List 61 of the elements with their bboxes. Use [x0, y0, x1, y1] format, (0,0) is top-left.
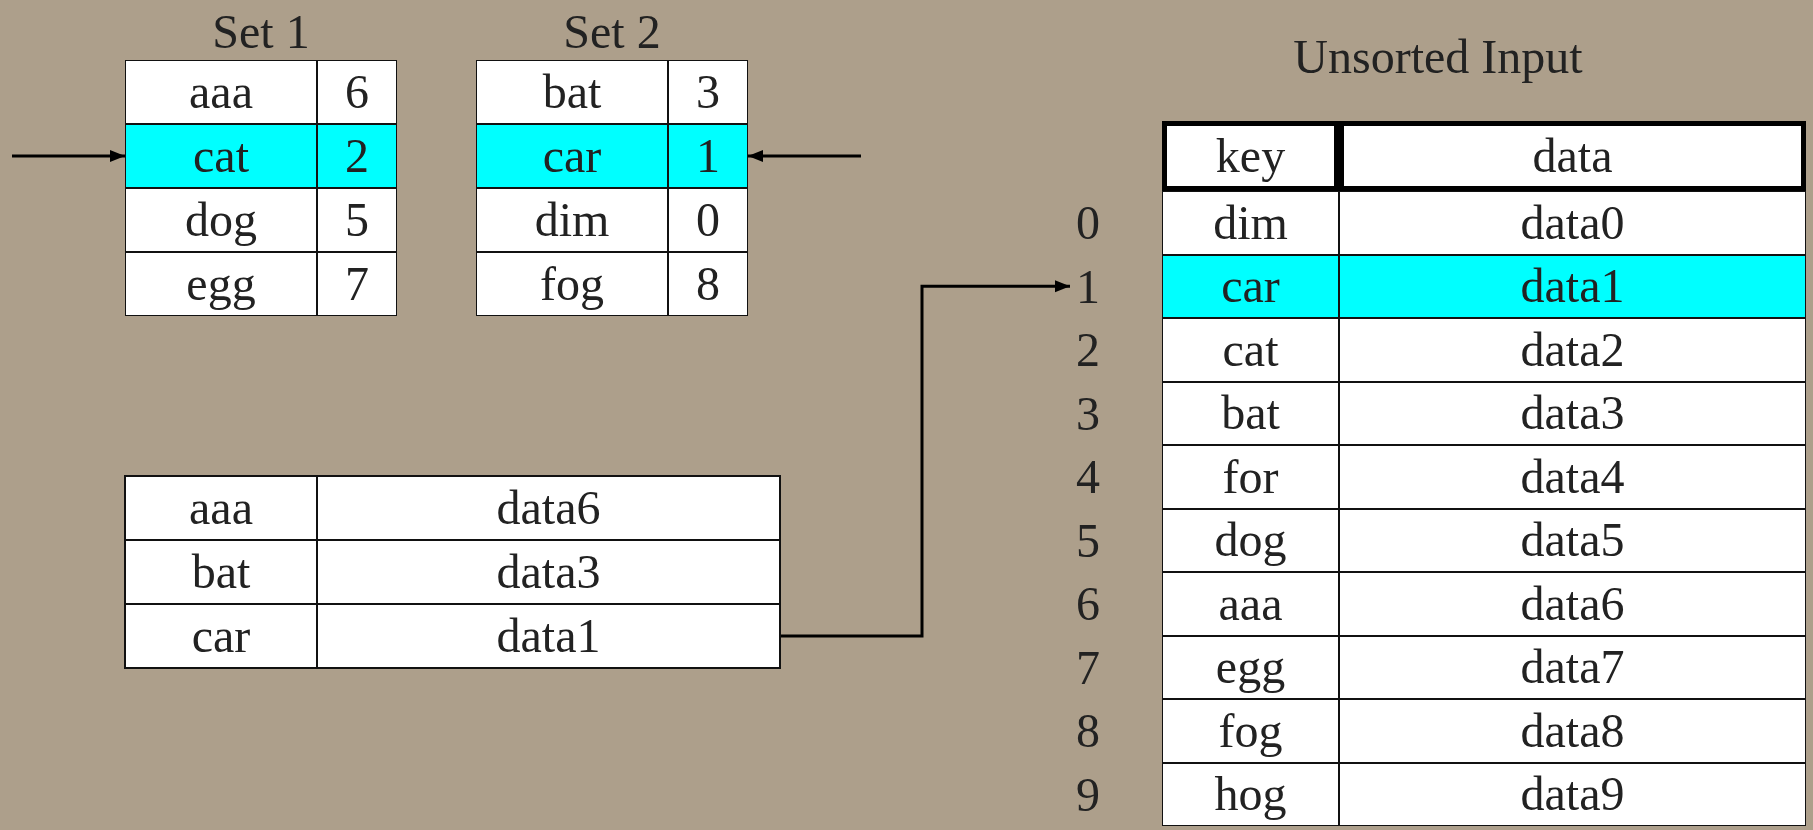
table-cell: cat	[125, 124, 317, 188]
table-cell: data5	[1339, 508, 1806, 572]
table-cell: data3	[317, 540, 780, 604]
table-cell: hog	[1162, 762, 1339, 826]
column-header: key	[1162, 121, 1339, 191]
index-number: 0	[1075, 195, 1101, 252]
table-title: Set 2	[562, 8, 662, 56]
table-cell: aaa	[125, 476, 317, 540]
index-number: 4	[1075, 449, 1101, 506]
table-cell: 0	[668, 188, 748, 252]
table-cell: data6	[1339, 572, 1806, 636]
table-cell: dim	[1162, 191, 1339, 255]
arrow	[12, 150, 125, 162]
arrow	[780, 280, 1070, 638]
table-cell: 5	[317, 188, 397, 252]
table-cell: data1	[1339, 254, 1806, 318]
table-cell: 7	[317, 252, 397, 316]
table-cell: data6	[317, 476, 780, 540]
index-number: 2	[1075, 322, 1101, 379]
table-cell: data3	[1339, 381, 1806, 445]
table-cell: egg	[125, 252, 317, 316]
table-cell: 6	[317, 60, 397, 124]
table-cell: aaa	[125, 60, 317, 124]
table-cell: data8	[1339, 699, 1806, 763]
table-cell: bat	[125, 540, 317, 604]
table-cell: data0	[1339, 191, 1806, 255]
table-cell: for	[1162, 445, 1339, 509]
table-cell: 2	[317, 124, 397, 188]
index-number: 6	[1075, 576, 1101, 633]
table-cell: car	[1162, 254, 1339, 318]
table-cell: car	[125, 604, 317, 668]
table-cell: car	[476, 124, 668, 188]
table-title: Unsorted Input	[1292, 33, 1584, 81]
table-cell: dog	[125, 188, 317, 252]
index-number: 5	[1075, 512, 1101, 569]
table-cell: aaa	[1162, 572, 1339, 636]
table-cell: bat	[476, 60, 668, 124]
table	[125, 476, 780, 668]
index-number: 7	[1075, 639, 1101, 696]
table-cell: data4	[1339, 445, 1806, 509]
table-title: Set 1	[211, 8, 311, 56]
table-cell: 3	[668, 60, 748, 124]
table-cell: egg	[1162, 635, 1339, 699]
table-cell: data9	[1339, 762, 1806, 826]
table-cell: fog	[476, 252, 668, 316]
table-cell: fog	[1162, 699, 1339, 763]
table-cell: dim	[476, 188, 668, 252]
table-cell: data7	[1339, 635, 1806, 699]
arrow	[748, 150, 861, 162]
table-cell: data1	[317, 604, 780, 668]
index-number: 8	[1075, 703, 1101, 760]
table-cell: bat	[1162, 381, 1339, 445]
column-header: data	[1339, 121, 1806, 191]
index-number: 9	[1075, 766, 1101, 823]
table-cell: 8	[668, 252, 748, 316]
index-number: 1	[1075, 258, 1101, 315]
index-number: 3	[1075, 385, 1101, 442]
table-cell: cat	[1162, 318, 1339, 382]
table-cell: 1	[668, 124, 748, 188]
table-cell: data2	[1339, 318, 1806, 382]
table-cell: dog	[1162, 508, 1339, 572]
